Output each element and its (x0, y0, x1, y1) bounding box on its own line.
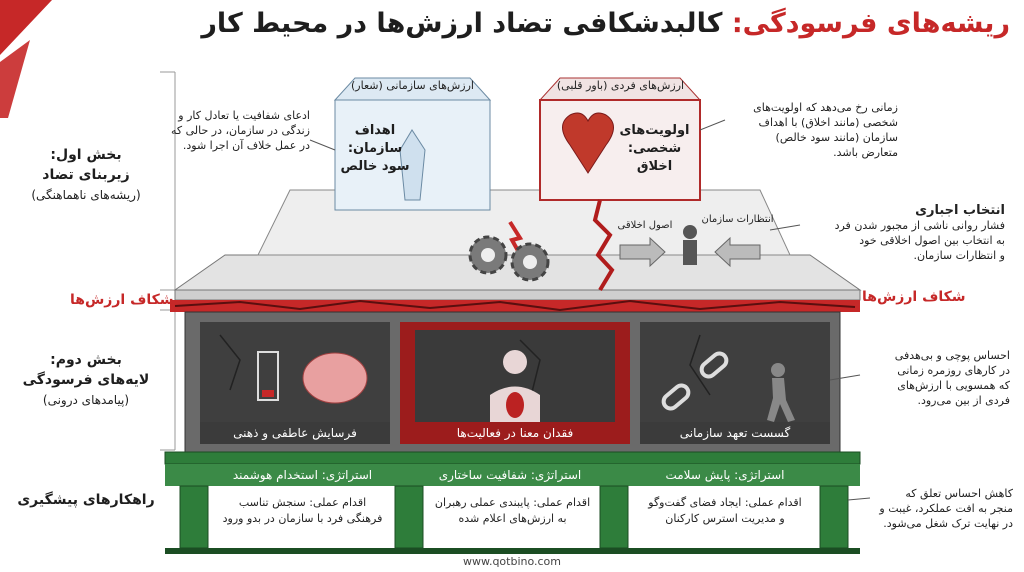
title-rest: کالبدشکافی تضاد ارزش‌ها در محیط کار (201, 8, 723, 39)
note-line: در کارهای روزمره زمانی (897, 364, 1010, 377)
action-line: به ارزش‌های اعلام شده (458, 512, 567, 525)
section2-sub: (پیامدهای درونی) (42, 393, 130, 407)
personal-inner-line: اولویت‌های (619, 123, 690, 138)
action-line: اقدام عملی: سنجش تناسب (238, 496, 367, 509)
crack-label-left: شکاف ارزش‌ها (70, 292, 174, 308)
note-line: زمانی رخ می‌دهد که اولویت‌های (753, 101, 898, 114)
forced-choice-title: انتخاب اجباری (915, 203, 1005, 218)
strategy-3: استراتژی: پایش سلامت (665, 468, 785, 482)
room-label-1: فرسایش عاطفی و ذهنی (200, 422, 390, 444)
note-line: در نهایت ترک شغل می‌شود. (883, 517, 1013, 530)
room-label-2: فقدان معنا در فعالیت‌ها (400, 422, 630, 444)
website-url: www.qotbino.com (462, 555, 562, 568)
action-3: اقدام عملی: ایجاد فضای گفت‌وگو و مدیریت … (630, 495, 820, 527)
pillar (819, 485, 849, 549)
section3-label: راهکارهای پیشگیری (12, 490, 160, 510)
crack-label-right: شکاف ارزش‌ها (862, 289, 966, 305)
strategy-1: استراتژی: استخدام هوشمند (232, 468, 373, 482)
note-conflict: زمانی رخ می‌دهد که اولویت‌های شخصی (مانن… (728, 100, 898, 160)
org-box-inner: اهداف سازمان: سود خالص (340, 122, 410, 176)
arrow-label-org: انتظارات سازمان (701, 214, 774, 225)
strategy-2: استراتژی: شفافیت ساختاری (438, 468, 582, 482)
personal-box-inner: اولویت‌های شخصی: اخلاق (612, 122, 697, 176)
section2-title: بخش دوم: (50, 352, 122, 368)
note-slogan: ادعای شفافیت یا تعادل کار و زندگی در ساز… (170, 108, 310, 153)
pillar (394, 485, 424, 549)
section1-title: بخش اول: (50, 147, 122, 163)
note-bottom: کاهش احساس تعلق که منجر به افت عملکرد، غ… (868, 486, 1013, 531)
section3-title: راهکارهای پیشگیری (17, 492, 155, 508)
lightning-crack (592, 199, 615, 292)
note-line: سازمان (مانند سود خالص) (775, 131, 898, 144)
pillar (179, 485, 209, 549)
strategy-band (165, 464, 860, 486)
room-label-3: گسست تعهد سازمانی (640, 422, 830, 444)
note-line: احساس پوچی و بی‌هدفی (894, 349, 1010, 362)
action-1: اقدام عملی: سنجش تناسب فرهنگی فرد با ساز… (210, 495, 395, 527)
note-line: منجر به افت عملکرد، غیبت و (879, 502, 1013, 515)
personal-box-label: ارزش‌های فردی (باور قلبی) (556, 79, 685, 92)
broken-chain-icon (661, 351, 729, 411)
pillar (599, 485, 629, 549)
personal-inner-line: اخلاق (636, 159, 673, 174)
crystal-obelisk (399, 129, 426, 201)
action-line: و مدیریت استرس کارکنان (665, 512, 785, 525)
note-line: زندگی در سازمان، در حالی که (170, 124, 310, 137)
org-inner-line: سود خالص (340, 159, 410, 174)
note-line: و انتظارات سازمان. (913, 249, 1005, 262)
page-title: ریشه‌های فرسودگی: کالبدشکافی تضاد ارزش‌ه… (140, 8, 1010, 50)
person-crossroad-icon (619, 225, 761, 268)
personal-values-box (538, 77, 702, 201)
org-inner-line: سازمان: (347, 141, 403, 156)
walking-person-icon (767, 363, 795, 422)
gears-icon (468, 235, 550, 282)
note-forced-choice: انتخاب اجباری فشار روانی ناشی از مجبور ش… (800, 203, 1005, 263)
org-box-label: ارزش‌های سازمانی (شعار) (351, 79, 474, 92)
org-values-box (333, 77, 492, 211)
note-line: که همسویی با ارزش‌های (897, 379, 1010, 392)
section1-sub: (ریشه‌های ناهماهنگی) (31, 188, 141, 202)
section1-line2: زیربنای تضاد (42, 167, 130, 183)
section2-line2: لایه‌های فرسودگی (22, 372, 150, 388)
heart-icon (562, 112, 614, 174)
logo-shape (0, 0, 52, 118)
note-line: فشار روانی ناشی از مجبور شدن فرد (834, 219, 1005, 232)
note-line: به انتخاب بین اصول اخلاقی خود (859, 234, 1005, 247)
note-line: کاهش احساس تعلق که (905, 487, 1013, 500)
note-disconnect: احساس پوچی و بی‌هدفی در کارهای روزمره زم… (860, 348, 1010, 408)
personal-inner-line: شخصی: (627, 141, 682, 156)
arrow-label-ethics: اصول اخلاقی (617, 220, 673, 231)
note-line: فردی از بین می‌رود. (917, 394, 1010, 407)
battery-low-icon (257, 351, 279, 401)
title-highlight: ریشه‌های فرسودگی: (731, 8, 1010, 39)
action-line: اقدام عملی: پایبندی عملی رهبران (434, 496, 591, 509)
note-line: ادعای شفافیت یا تعادل کار و (178, 109, 310, 122)
action-line: اقدام عملی: ایجاد فضای گفت‌وگو (648, 496, 802, 509)
person-void-icon (490, 350, 540, 430)
note-line: شخصی (مانند اخلاق) با اهداف (758, 116, 898, 129)
section2-label: بخش دوم: لایه‌های فرسودگی (پیامدهای درون… (12, 350, 160, 410)
action-line: فرهنگی فرد با سازمان در بدو ورود (222, 512, 383, 525)
action-2: اقدام عملی: پایبندی عملی رهبران به ارزش‌… (425, 495, 600, 527)
org-inner-line: اهداف (354, 123, 396, 138)
note-line: متعارض باشد. (833, 146, 898, 159)
brain-icon (302, 352, 368, 404)
note-line: در عمل خلاف آن اجرا شود. (182, 139, 310, 152)
section1-label: بخش اول: زیربنای تضاد (ریشه‌های ناهماهنگ… (12, 145, 160, 205)
